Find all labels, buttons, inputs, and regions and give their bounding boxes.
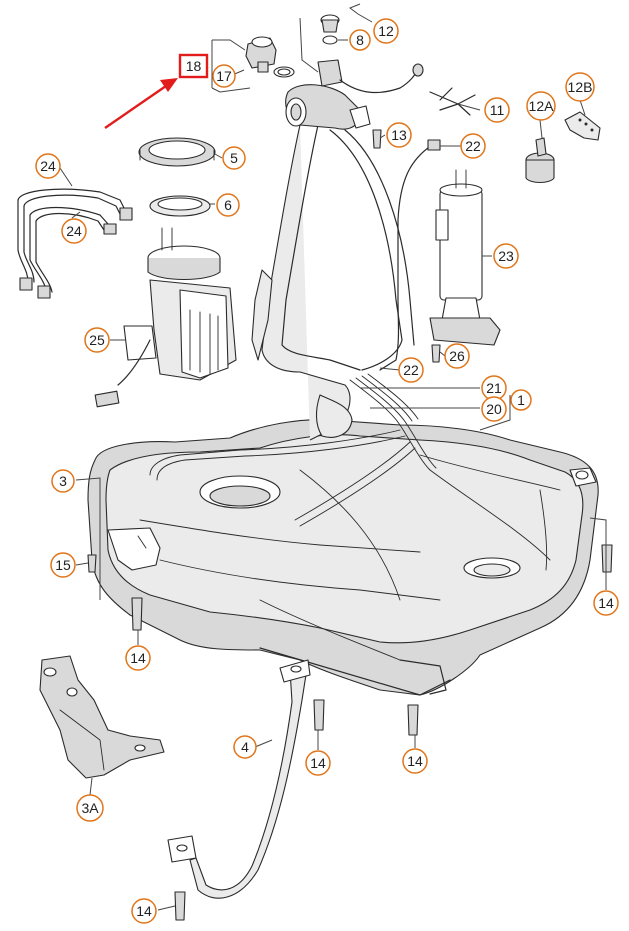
bolts — [87, 129, 613, 921]
svg-text:18: 18 — [186, 58, 202, 74]
callout-13: 13 — [386, 122, 412, 148]
callout-1: 1 — [510, 389, 532, 411]
callout-4: 4 — [233, 735, 257, 759]
svg-text:17: 17 — [216, 68, 232, 84]
callout-3a: 3A — [76, 794, 104, 822]
callout-12a: 12A — [526, 91, 556, 121]
callout-5: 5 — [222, 146, 246, 170]
callout-20: 20 — [481, 396, 507, 422]
svg-text:1: 1 — [517, 392, 525, 408]
svg-text:23: 23 — [498, 248, 514, 264]
svg-text:12B: 12B — [568, 79, 593, 95]
callout-14-right: 14 — [593, 590, 619, 616]
svg-text:26: 26 — [449, 348, 465, 364]
svg-text:25: 25 — [89, 332, 105, 348]
svg-text:21: 21 — [486, 380, 502, 396]
seal-6 — [149, 195, 211, 217]
callout-25: 25 — [84, 327, 110, 353]
callout-6: 6 — [216, 193, 240, 217]
fuel-pump-25 — [94, 227, 237, 408]
bracket-3a — [39, 655, 165, 779]
svg-text:12: 12 — [378, 23, 394, 39]
callout-11: 11 — [484, 97, 510, 123]
callout-3: 3 — [51, 469, 75, 493]
carbon-canister-23 — [379, 139, 501, 371]
svg-text:15: 15 — [55, 557, 71, 573]
svg-text:11: 11 — [490, 102, 505, 118]
locking-ring-5 — [138, 137, 216, 167]
filler-neck-pipes — [149, 59, 561, 571]
leader-lines — [59, 3, 607, 911]
svg-text:14: 14 — [136, 903, 152, 919]
svg-text:3: 3 — [59, 473, 67, 489]
valve-12a — [525, 137, 555, 184]
svg-text:22: 22 — [403, 362, 419, 378]
callout-23: 23 — [493, 243, 519, 269]
callout-8: 8 — [349, 29, 371, 51]
fuel-tank — [87, 419, 599, 696]
highlight-arrow — [104, 78, 178, 129]
callout-26: 26 — [444, 343, 470, 369]
callout-14-center: 14 — [402, 748, 428, 774]
svg-text:14: 14 — [310, 755, 326, 771]
svg-text:14: 14 — [598, 595, 614, 611]
svg-text:4: 4 — [241, 739, 249, 755]
svg-text:20: 20 — [486, 401, 502, 417]
callout-14-left: 14 — [125, 645, 151, 671]
vent-hose-11 — [429, 87, 476, 116]
svg-text:5: 5 — [230, 150, 238, 166]
callout-21: 21 — [481, 375, 507, 401]
svg-text:14: 14 — [130, 650, 146, 666]
fuel-lines-24 — [17, 188, 133, 299]
callout-24-top: 24 — [35, 153, 61, 179]
top-fittings — [211, 14, 424, 94]
callout-12b: 12B — [565, 72, 595, 102]
svg-text:14: 14 — [407, 753, 423, 769]
callout-12: 12 — [373, 18, 399, 44]
svg-text:13: 13 — [391, 127, 407, 143]
callout-14-bottom: 14 — [131, 898, 157, 924]
svg-text:8: 8 — [356, 32, 364, 48]
callout-22-top: 22 — [460, 133, 486, 159]
svg-text:6: 6 — [224, 197, 232, 213]
tank-strap-4 — [167, 659, 311, 899]
callout-24-lower: 24 — [61, 218, 87, 244]
callout-15: 15 — [50, 552, 76, 578]
svg-text:12A: 12A — [529, 98, 555, 114]
callout-22-lower: 22 — [398, 357, 424, 383]
svg-text:24: 24 — [40, 158, 56, 174]
svg-text:22: 22 — [465, 138, 481, 154]
callout-14-mid: 14 — [305, 750, 331, 776]
svg-text:3A: 3A — [81, 800, 99, 816]
svg-text:24: 24 — [66, 223, 82, 239]
callout-17: 17 — [212, 64, 236, 88]
callout-18-highlighted: 18 — [178, 53, 209, 79]
connector-12b — [564, 111, 601, 141]
